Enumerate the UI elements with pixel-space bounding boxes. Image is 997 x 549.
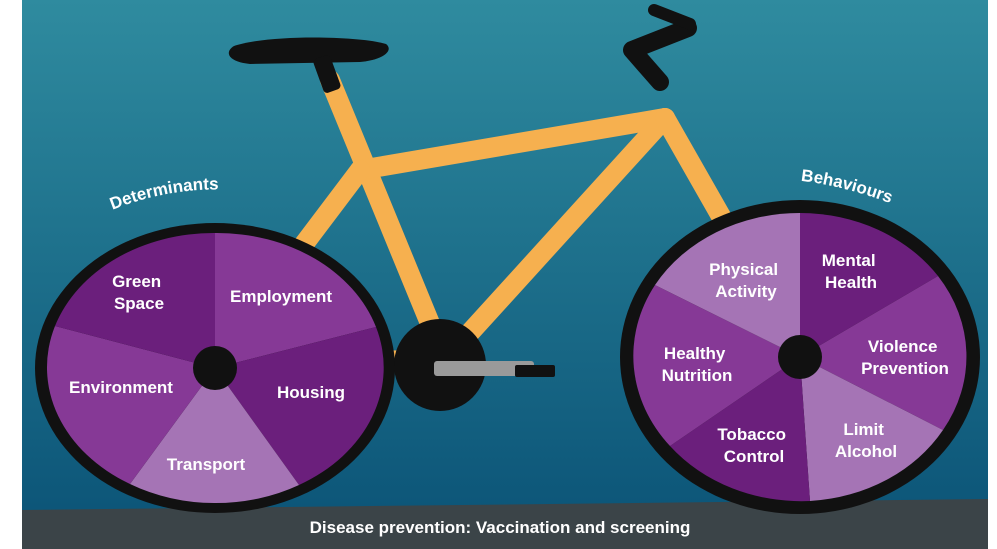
segment-employment — [215, 232, 376, 368]
label-limit-alcohol: Limit Alcohol — [835, 420, 897, 461]
top-tube — [350, 108, 675, 180]
bicycle-crank — [394, 319, 555, 411]
segment-environment — [46, 326, 216, 484]
segment-tobacco-control — [670, 357, 810, 502]
right-wheel-hub — [778, 335, 822, 379]
seat-tube — [320, 70, 455, 370]
down-tube — [435, 108, 675, 370]
label-tobacco-control: Tobacco Control — [717, 425, 790, 466]
left-wheel-hub — [193, 346, 237, 390]
ground-caption: Disease prevention: Vaccination and scre… — [310, 518, 691, 537]
label-transport: Transport — [167, 455, 246, 474]
label-violence-prevention: Violence Prevention — [861, 337, 949, 378]
label-housing: Housing — [277, 383, 345, 402]
determinants-wheel: Green Space Employment Environment Housi… — [35, 174, 395, 513]
label-environment: Environment — [69, 378, 173, 397]
segment-green-space — [55, 232, 215, 368]
segment-transport — [130, 368, 299, 504]
segment-healthy-nutrition — [633, 285, 800, 446]
segment-housing — [215, 327, 384, 485]
behaviours-wheel: Physical Activity Mental Health Healthy … — [620, 166, 980, 514]
segment-violence-prevention — [800, 276, 967, 430]
label-green-space: Green Space — [112, 272, 166, 313]
segment-limit-alcohol — [800, 357, 943, 501]
segment-mental-health — [800, 213, 938, 357]
label-physical-activity: Physical Activity — [709, 260, 783, 301]
bicycle-handlebar — [623, 4, 697, 91]
label-mental-health: Mental Health — [822, 251, 881, 292]
ground-strip — [22, 499, 988, 549]
segment-physical-activity — [655, 212, 800, 357]
label-employment: Employment — [230, 287, 332, 306]
bicycle-seat — [228, 37, 389, 93]
label-healthy-nutrition: Healthy Nutrition — [662, 344, 733, 385]
